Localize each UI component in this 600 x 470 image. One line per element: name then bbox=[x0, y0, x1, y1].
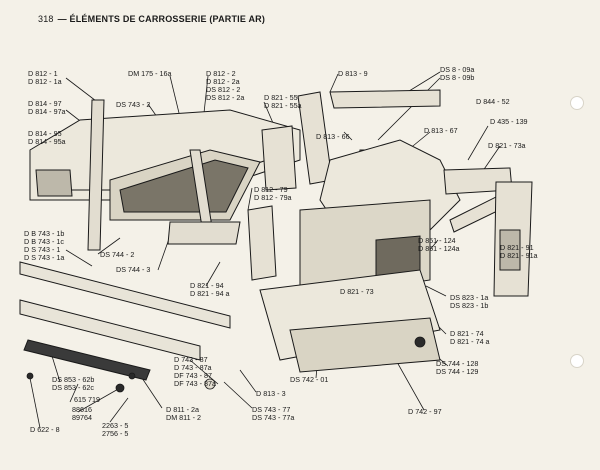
binder-hole-bottom bbox=[570, 354, 584, 368]
page-header: 318— ÉLÉMENTS DE CARROSSERIE (PARTIE AR) bbox=[38, 14, 265, 24]
part-label-d742-97: D 742 - 97 bbox=[408, 407, 442, 416]
part-label-615719: 615 719 bbox=[74, 395, 100, 404]
binder-hole-top bbox=[570, 96, 584, 110]
part-label-d813-3: D 813 - 3 bbox=[256, 389, 286, 398]
part-label-d813-9: D 813 - 9 bbox=[338, 69, 368, 78]
part-label-d813-67: D 813 - 67 bbox=[424, 126, 458, 135]
part-label-dm175: DM 175 - 16a bbox=[128, 69, 172, 78]
page-title: — ÉLÉMENTS DE CARROSSERIE (PARTIE AR) bbox=[57, 14, 266, 24]
part-label-d821-73a: D 821 - 73a bbox=[488, 141, 526, 150]
part-label-d435-139: D 435 - 139 bbox=[490, 117, 528, 126]
part-label-ds744-3: DS 744 - 3 bbox=[116, 265, 151, 274]
part-label-ds743-2: DS 743 - 2 bbox=[116, 100, 151, 109]
part-label-ds744-2: DS 744 - 2 bbox=[100, 250, 135, 259]
part-label-d821-73: D 821 - 73 bbox=[340, 287, 374, 296]
part-label-d813-66: D 813 - 66 bbox=[316, 132, 350, 141]
part-label-d622-8: D 622 - 8 bbox=[30, 425, 60, 434]
part-label-ds742-01: DS 742 - 01 bbox=[290, 375, 329, 384]
page-number: 318 bbox=[38, 14, 54, 24]
part-label-d844-52: D 844 - 52 bbox=[476, 97, 510, 106]
